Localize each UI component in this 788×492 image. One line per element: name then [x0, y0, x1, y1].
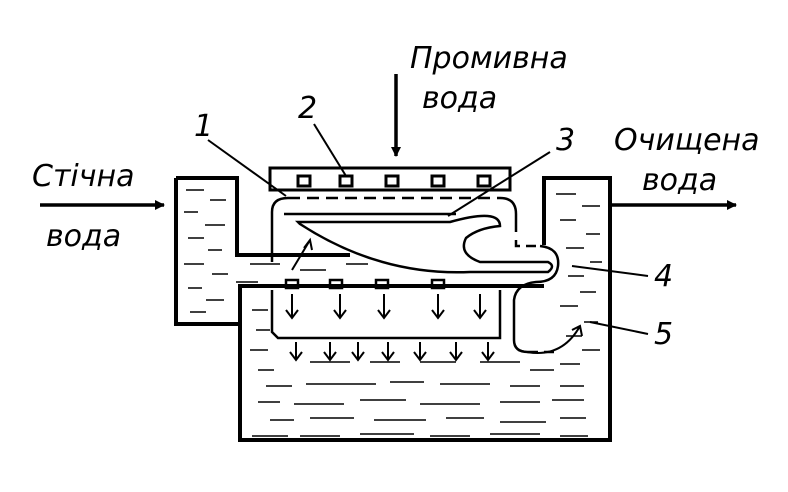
wash-water-label-line2: вода: [422, 81, 497, 116]
wash-water-label-line1: Промивна: [410, 41, 568, 76]
clean-water-label-line2: вода: [642, 163, 717, 198]
callout-number-5: 5: [654, 317, 673, 352]
leader-lines: [207, 123, 649, 335]
lower-compartment: [270, 278, 502, 340]
leader-4: [571, 265, 649, 277]
callout-number-4: 4: [654, 259, 673, 294]
callout-number-2: 2: [298, 91, 317, 126]
leader-2: [313, 123, 347, 177]
waste-water-label-line1: Стічна: [32, 159, 134, 194]
callout-number-3: 3: [556, 123, 575, 158]
clean-water-label-line1: Очищена: [614, 123, 760, 158]
callout-number-1: 1: [194, 109, 213, 144]
distribution-plate: [268, 166, 512, 192]
tank-outline: [174, 176, 612, 442]
leader-5: [589, 321, 649, 335]
leader-1: [207, 139, 287, 197]
main-arrows: [40, 74, 737, 210]
membrane-element: [284, 212, 554, 274]
flow-arrows: [285, 237, 583, 362]
leader-3: [447, 151, 551, 217]
water-hatching: [184, 189, 602, 437]
waste-water-label-line2: вода: [46, 219, 121, 254]
